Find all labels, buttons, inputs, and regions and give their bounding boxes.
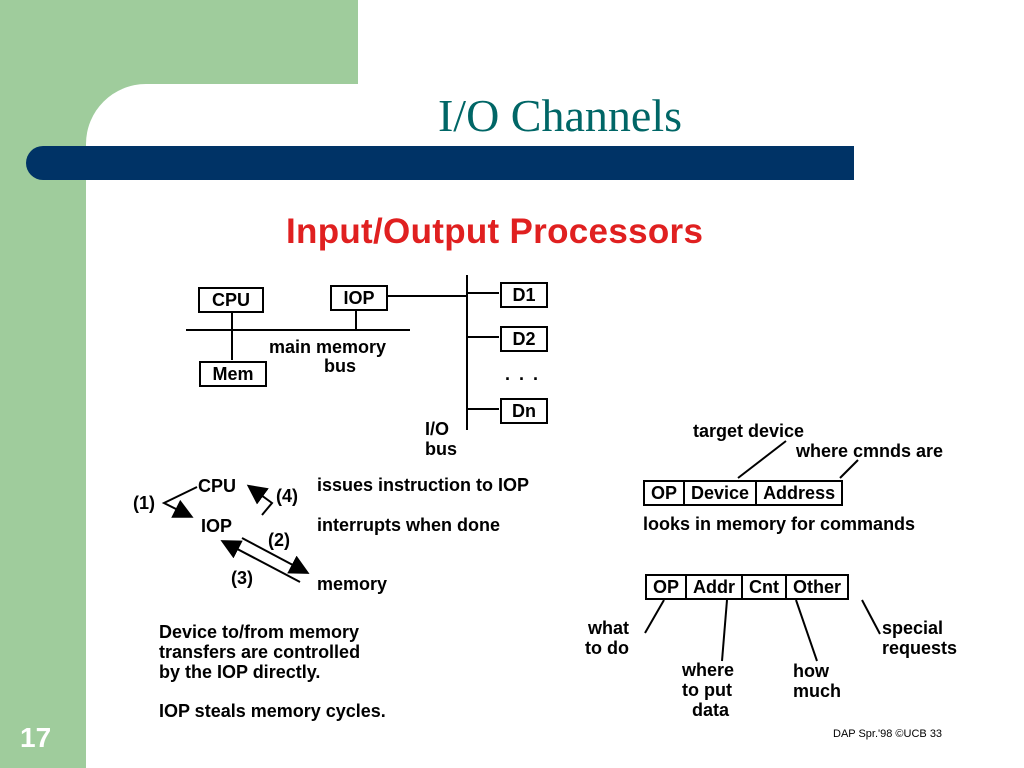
note-line3: by the IOP directly. xyxy=(159,662,321,682)
io-bus-label-line1: I/O xyxy=(425,419,450,439)
step2-arrow xyxy=(241,537,310,574)
instruction-field-address: Address xyxy=(755,482,841,504)
command-field-cnt: Cnt xyxy=(741,576,785,598)
step1-label: (1) xyxy=(133,493,155,513)
how-much-pointer xyxy=(795,599,818,662)
step4-label: (4) xyxy=(276,486,298,506)
what-label-line1: what xyxy=(588,618,630,638)
instruction-caption: looks in memory for commands xyxy=(643,514,916,534)
command-format-row: OP Addr Cnt Other xyxy=(645,574,850,600)
step2-label: (2) xyxy=(268,530,290,550)
slide-panel xyxy=(86,84,1024,768)
main-bus-label-line2: bus xyxy=(324,356,357,376)
where-label-line3: data xyxy=(692,700,730,720)
main-bus-label-line1: main memory xyxy=(269,337,387,357)
command-field-other: Other xyxy=(785,576,847,598)
figure-credit: DAP Spr.'98 ©UCB 33 xyxy=(833,728,943,740)
iop-box: IOP xyxy=(330,285,388,311)
step1-arrow xyxy=(161,486,198,518)
flow-desc-memory: memory xyxy=(317,574,388,594)
mem-box: Mem xyxy=(199,361,267,387)
devices-ellipsis: . . . xyxy=(505,364,541,384)
cpu-box: CPU xyxy=(198,287,264,313)
how-label-line2: much xyxy=(793,681,842,701)
instruction-format-row: OP Device Address xyxy=(643,480,844,506)
where-cmnds-pointer xyxy=(839,459,859,479)
figure-title: Input/Output Processors xyxy=(286,212,704,251)
step3-arrow xyxy=(220,540,301,583)
flow-cpu-label: CPU xyxy=(198,476,237,496)
note-line2: transfers are controlled xyxy=(159,642,361,662)
special-label-line2: requests xyxy=(882,638,958,658)
command-field-addr: Addr xyxy=(685,576,741,598)
where-label-line2: to put xyxy=(682,680,732,700)
special-label-line1: special xyxy=(882,618,944,638)
flow-desc-interrupts: interrupts when done xyxy=(317,515,501,535)
where-label-line1: where xyxy=(682,660,735,680)
d1-box: D1 xyxy=(500,282,548,308)
target-device-label: target device xyxy=(693,421,805,441)
flow-desc-issues: issues instruction to IOP xyxy=(317,475,530,495)
step4-arrow xyxy=(246,484,274,516)
instruction-field-device: Device xyxy=(683,482,755,504)
special-requests-pointer xyxy=(861,599,881,635)
command-field-op: OP xyxy=(653,577,680,597)
top-band xyxy=(358,0,1024,84)
io-bus-label-line2: bus xyxy=(425,439,458,459)
instruction-field-op: OP xyxy=(651,483,678,503)
slide-number: 17 xyxy=(20,722,52,753)
slide-title: I/O Channels xyxy=(437,90,682,141)
where-cmnds-label: where cmnds are xyxy=(796,441,944,461)
note-line4: IOP steals memory cycles. xyxy=(159,701,386,721)
step3-label: (3) xyxy=(231,568,253,588)
d2-box: D2 xyxy=(500,326,548,352)
title-rule-bar xyxy=(26,146,854,180)
how-label-line1: how xyxy=(793,661,829,681)
flow-iop-label: IOP xyxy=(201,516,233,536)
dn-box: Dn xyxy=(500,398,548,424)
target-device-pointer xyxy=(737,440,787,479)
what-to-do-pointer xyxy=(644,599,665,634)
where-to-put-pointer xyxy=(721,599,728,662)
what-label-line2: to do xyxy=(585,638,629,658)
note-line1: Device to/from memory xyxy=(159,622,360,642)
